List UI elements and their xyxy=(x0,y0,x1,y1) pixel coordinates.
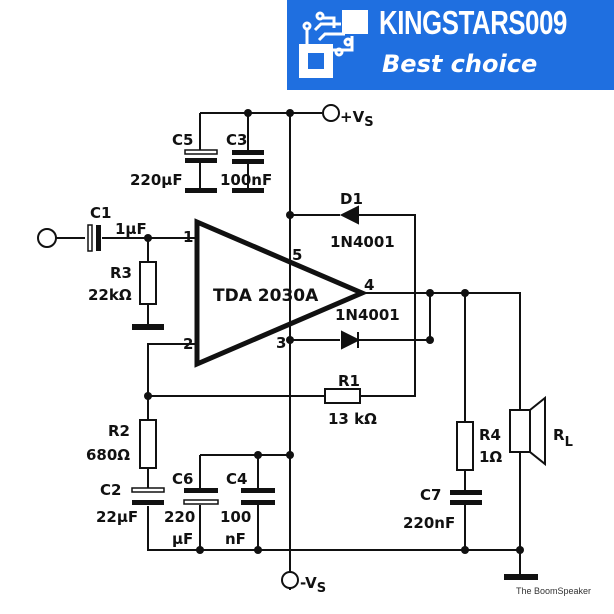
ic-label: TDA 2030A xyxy=(213,286,319,306)
c3-name: C3 xyxy=(226,131,247,149)
rl-label: RL xyxy=(553,426,573,450)
r3-value: 22kΩ xyxy=(88,286,132,304)
capacitor-c4 xyxy=(241,488,275,493)
capacitor-c6 xyxy=(184,488,218,493)
speaker-rl-body xyxy=(509,409,531,453)
d2-value: 1N4001 xyxy=(335,306,400,324)
ground-r3 xyxy=(132,324,164,330)
c2-name: C2 xyxy=(100,481,121,499)
resistor-r3 xyxy=(139,261,157,305)
ground-output xyxy=(504,574,538,580)
r1-name: R1 xyxy=(338,372,360,390)
c4-value-2: nF xyxy=(225,530,246,548)
resistor-r2 xyxy=(139,419,157,469)
circuit-chip-icon xyxy=(299,10,368,78)
c7-value: 220nF xyxy=(403,514,455,532)
input-terminal xyxy=(37,228,57,248)
ic-tda2030a-body xyxy=(194,218,369,368)
r1-value: 13 kΩ xyxy=(328,410,377,428)
ground-c3 xyxy=(232,188,264,193)
r2-value: 680Ω xyxy=(86,446,130,464)
c5-value: 220µF xyxy=(130,171,183,189)
credit-text: The BoomSpeaker xyxy=(516,586,591,596)
ground-c5 xyxy=(185,188,217,193)
diode-d2 xyxy=(341,330,361,350)
capacitor-c5-plus xyxy=(184,149,218,155)
d1-value: 1N4001 xyxy=(330,233,395,251)
c6-value-2: µF xyxy=(172,530,193,548)
capacitor-c7 xyxy=(450,490,482,495)
vs-positive-label: +VS xyxy=(340,108,374,130)
speaker-cone-icon xyxy=(529,395,546,467)
vs-positive-terminal xyxy=(322,104,340,122)
pin-2: 2 xyxy=(183,335,193,353)
pin-1: 1 xyxy=(183,228,193,246)
capacitor-c3 xyxy=(232,150,264,155)
c1-name: C1 xyxy=(90,204,111,222)
d1-name: D1 xyxy=(340,190,363,208)
pin-5: 5 xyxy=(292,246,302,264)
pin-3: 3 xyxy=(276,334,286,352)
diode-d1 xyxy=(339,205,359,225)
r3-name: R3 xyxy=(110,264,132,282)
brand-name: KINGSTARS009 xyxy=(379,4,567,41)
c6-name: C6 xyxy=(172,470,193,488)
vs-negative-label: -VS xyxy=(300,574,326,596)
c6-value-1: 220 xyxy=(164,508,195,526)
brand-tagline: Best choice xyxy=(382,50,538,78)
capacitor-c2 xyxy=(132,500,164,505)
r4-name: R4 xyxy=(479,426,501,444)
c3-value: 100nF xyxy=(220,171,272,189)
pin-4: 4 xyxy=(364,276,374,294)
capacitor-c5 xyxy=(185,158,217,163)
c5-name: C5 xyxy=(172,131,193,149)
c7-name: C7 xyxy=(420,486,441,504)
c4-value-1: 100 xyxy=(220,508,251,526)
resistor-r1 xyxy=(324,388,361,404)
vs-negative-terminal xyxy=(281,571,299,589)
c4-name: C4 xyxy=(226,470,247,488)
capacitor-c2-plus xyxy=(131,487,165,493)
c1-value: 1µF xyxy=(115,220,147,238)
resistor-r4 xyxy=(456,421,474,471)
capacitor-c1 xyxy=(96,225,101,251)
c2-value: 22µF xyxy=(96,508,138,526)
r4-value: 1Ω xyxy=(479,448,502,466)
brand-banner: KINGSTARS009 Best choice xyxy=(287,0,614,90)
r2-name: R2 xyxy=(108,422,130,440)
capacitor-c1-plus xyxy=(87,224,93,252)
